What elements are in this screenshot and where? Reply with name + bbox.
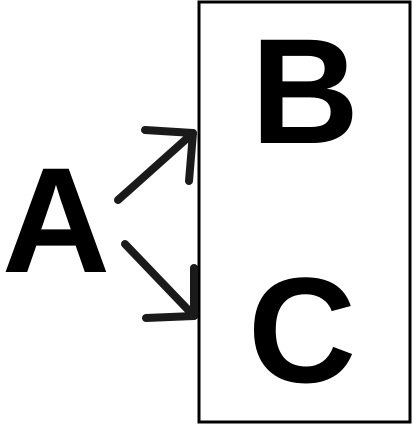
node-b-label: B xyxy=(251,7,359,175)
arrow-a-to-b-head xyxy=(141,126,197,185)
node-c-label: C xyxy=(248,246,356,414)
target-box xyxy=(197,0,412,424)
node-a-label: A xyxy=(2,136,110,304)
arrow-a-to-c-head xyxy=(142,264,198,322)
arrow-a-to-c xyxy=(121,240,198,322)
arrow-a-to-c-shaft xyxy=(121,240,198,320)
arrow-a-to-b-shaft xyxy=(114,129,197,204)
arrow-a-to-b xyxy=(114,126,197,204)
